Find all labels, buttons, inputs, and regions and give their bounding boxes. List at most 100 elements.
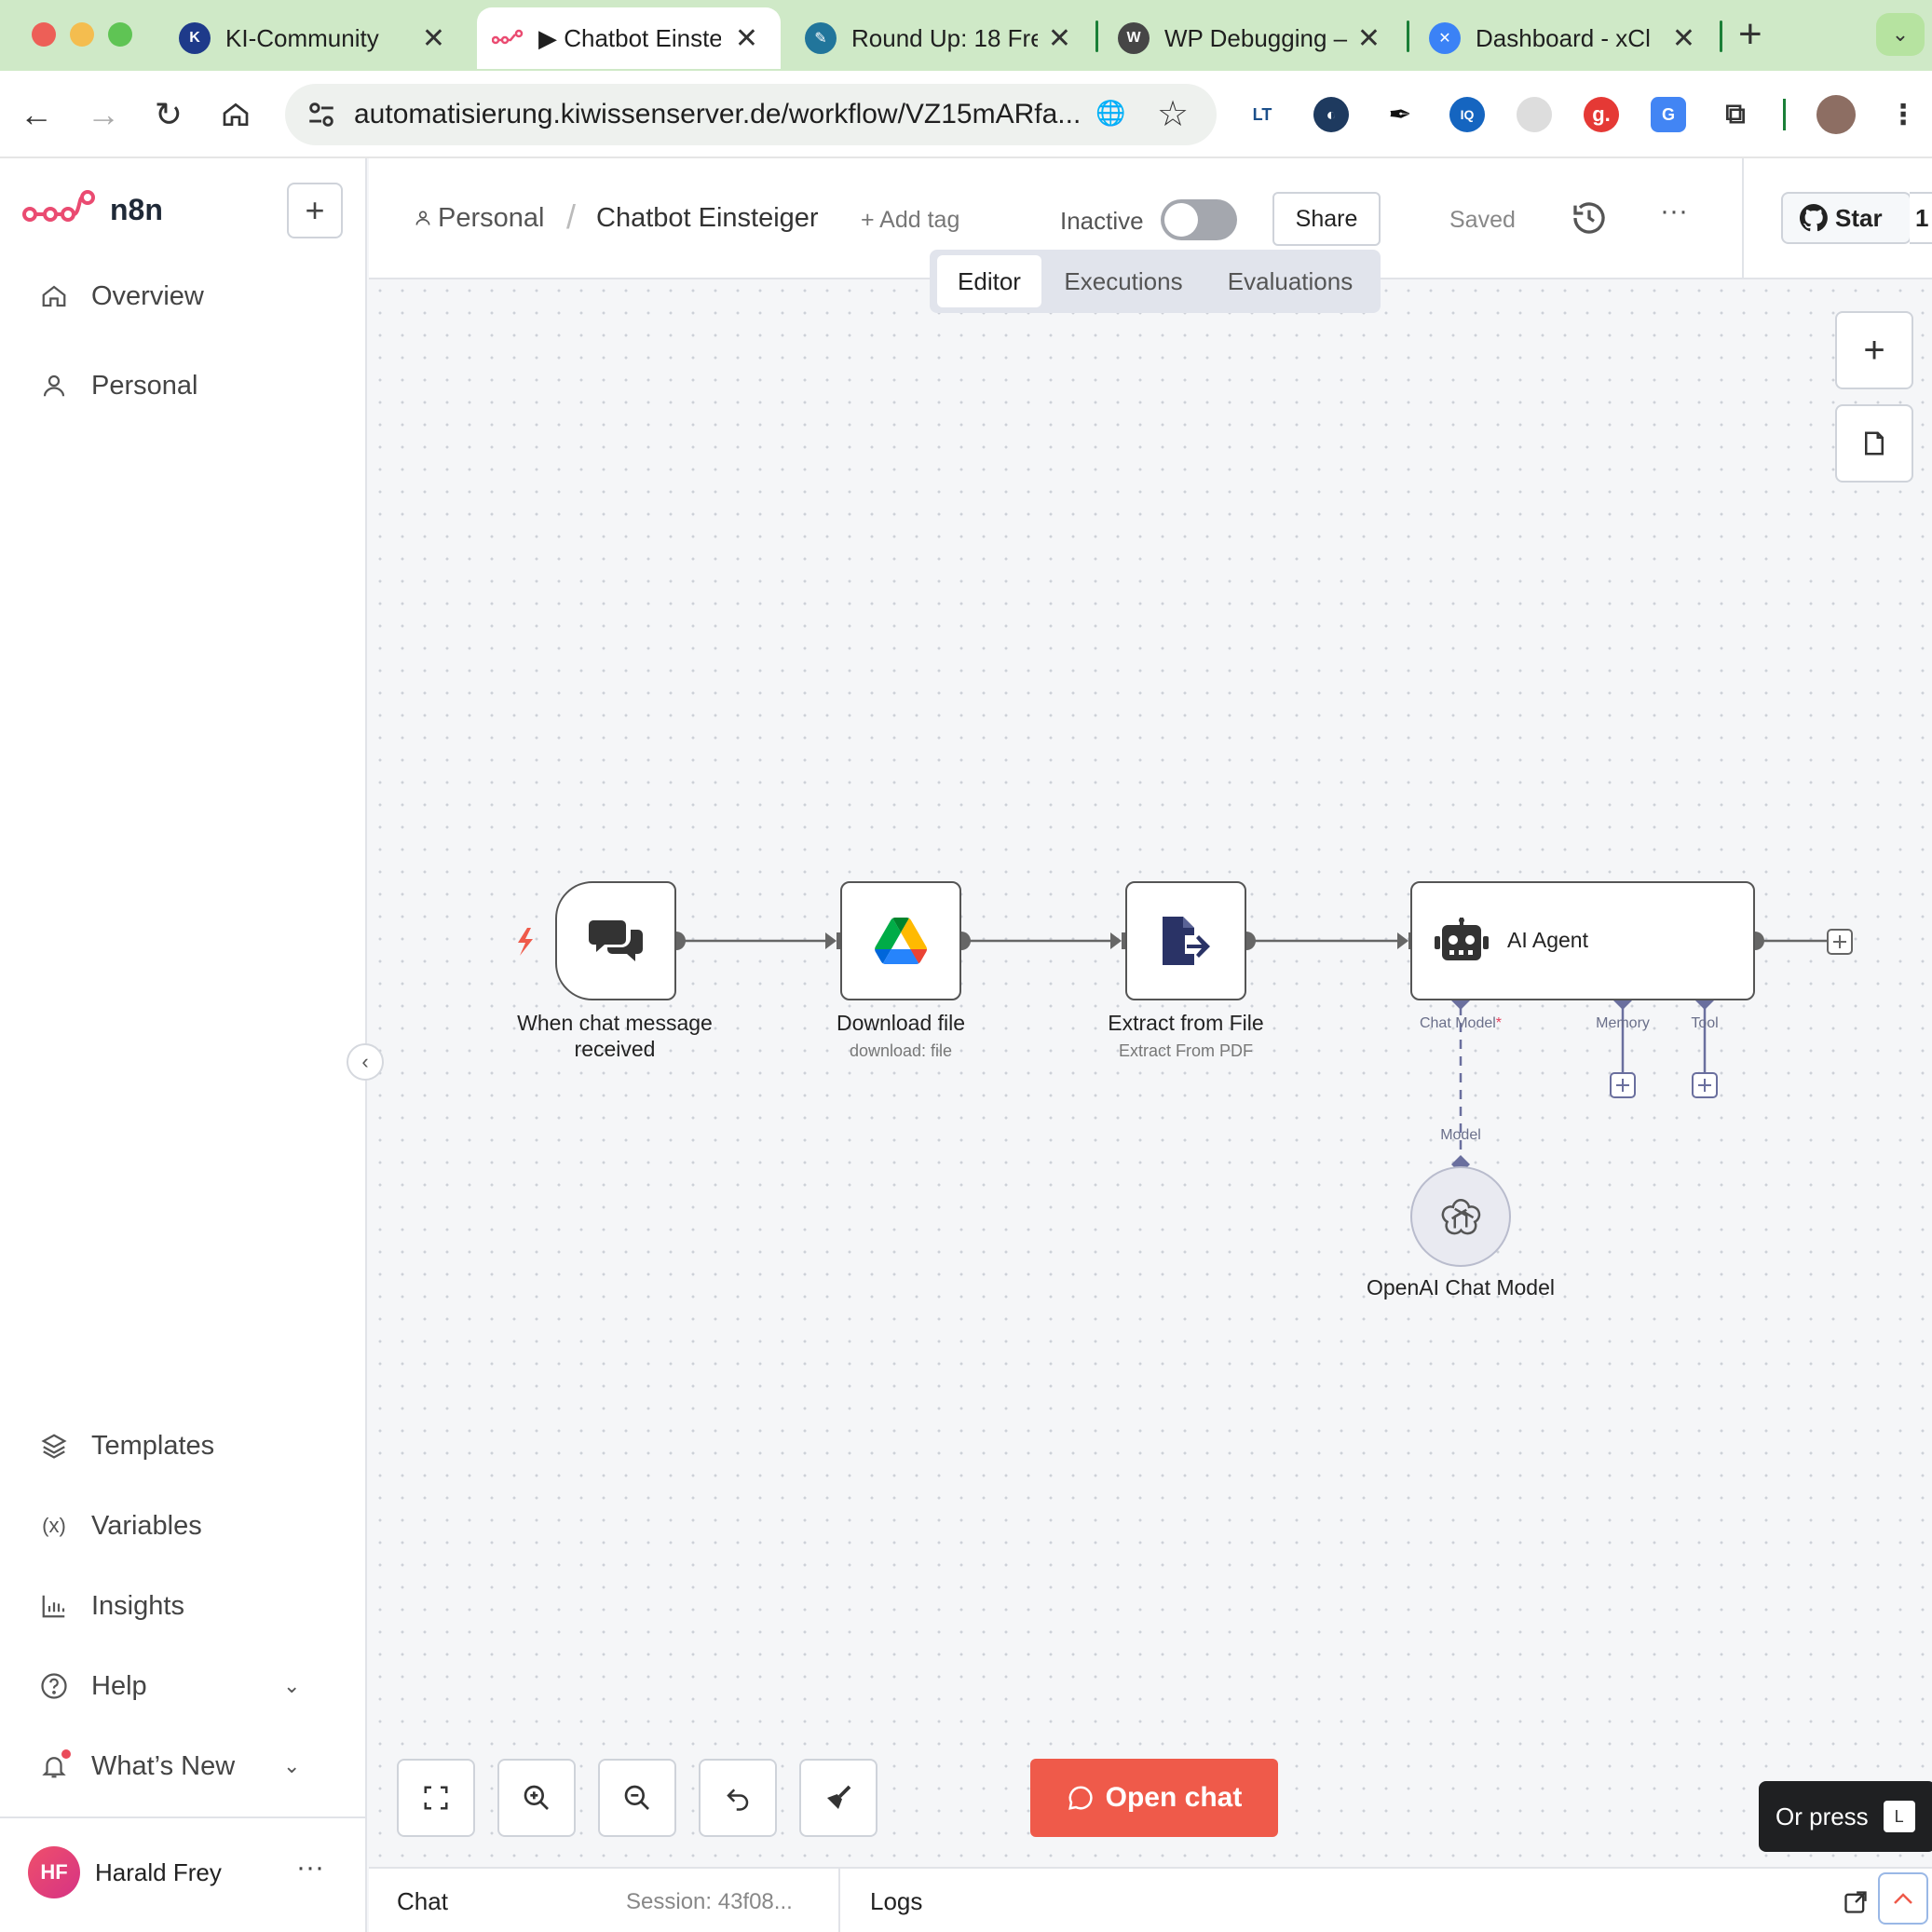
file-export-icon — [1163, 917, 1210, 965]
create-button[interactable]: + — [287, 183, 343, 238]
add-tag-button[interactable]: + Add tag — [861, 207, 960, 233]
sidebar-item-help[interactable]: Help ⌄ — [37, 1669, 300, 1703]
open-chat-button[interactable]: Open chat — [1030, 1759, 1278, 1837]
slot-chat-model-label: Chat Model* — [1419, 1015, 1503, 1031]
zoom-out-button[interactable] — [598, 1759, 676, 1837]
sidebar-item-insights[interactable]: Insights — [37, 1589, 184, 1623]
sidebar: n8n + Overview Personal Templates (x) Va… — [0, 158, 367, 1932]
breadcrumb-separator: / — [566, 197, 577, 236]
sidebar-item-whats-new[interactable]: What’s New ⌄ — [37, 1749, 300, 1783]
workflow-canvas[interactable] — [369, 279, 1932, 1867]
extension-icon[interactable]: ◐ — [1313, 97, 1349, 132]
github-star-label: Star — [1835, 203, 1883, 232]
extension-cloud-icon[interactable] — [1517, 97, 1552, 132]
tidy-up-button[interactable] — [799, 1759, 878, 1837]
minimize-window-button[interactable] — [70, 22, 94, 47]
close-tab-icon[interactable]: ✕ — [1047, 22, 1071, 54]
node-subtitle: Extract From PDF — [1118, 1041, 1253, 1060]
close-tab-icon[interactable]: ✕ — [1671, 22, 1695, 54]
browser-menu-icon[interactable]: ⋮ — [1885, 97, 1921, 132]
color-picker-icon[interactable]: ✒ — [1382, 97, 1418, 132]
sidebar-item-label: Overview — [91, 280, 204, 311]
pop-out-icon[interactable] — [1843, 1889, 1869, 1915]
add-sticky-note-button[interactable] — [1835, 404, 1913, 483]
breadcrumb-project[interactable]: Personal — [414, 203, 544, 234]
node-chat-trigger[interactable] — [555, 881, 676, 1000]
share-button[interactable]: Share — [1272, 192, 1381, 246]
node-openai-chat-model[interactable] — [1410, 1166, 1511, 1267]
user-menu[interactable]: HF Harald Frey — [28, 1846, 222, 1898]
broom-icon — [827, 1785, 851, 1809]
github-icon — [1800, 204, 1828, 232]
browser-tab-dashboard[interactable]: ✕ Dashboard - xCl ✕ — [1429, 7, 1718, 69]
panel-divider — [838, 1869, 840, 1932]
user-more-icon[interactable]: ··· — [296, 1852, 324, 1883]
more-options-icon[interactable]: ··· — [1660, 196, 1688, 226]
browser-tab-ki-community[interactable]: K KI-Community ✕ — [179, 7, 468, 69]
tab-label: Dashboard - xCl — [1476, 23, 1651, 52]
browser-tab-chatbot[interactable]: ▶ Chatbot Einste ✕ — [477, 7, 781, 69]
collapse-sidebar-button[interactable]: ‹ — [347, 1043, 384, 1081]
shortcut-key: L — [1883, 1801, 1915, 1832]
close-tab-icon[interactable]: ✕ — [421, 22, 445, 54]
node-ai-agent[interactable] — [1410, 881, 1755, 1000]
forward-button[interactable]: → — [87, 95, 120, 133]
tab-evaluations[interactable]: Evaluations — [1227, 266, 1354, 295]
active-toggle[interactable] — [1161, 199, 1237, 240]
chat-bubbles-icon — [589, 920, 643, 961]
maximize-window-button[interactable] — [108, 22, 132, 47]
profile-avatar[interactable] — [1816, 95, 1856, 134]
sticky-note-icon — [1865, 431, 1884, 456]
iq-extension-icon[interactable]: IQ — [1449, 97, 1485, 132]
add-memory-button[interactable] — [1608, 1069, 1639, 1101]
extensions-puzzle-icon[interactable]: ⧉ — [1718, 97, 1753, 132]
zoom-to-fit-button[interactable] — [397, 1759, 475, 1837]
home-button[interactable] — [212, 91, 259, 138]
toolbar-separator — [1783, 99, 1786, 130]
tab-search-button[interactable]: ⌄ — [1876, 13, 1925, 56]
tab-label: KI-Community — [225, 23, 379, 52]
history-icon[interactable] — [1571, 199, 1608, 237]
sidebar-item-variables[interactable]: (x) Variables — [37, 1509, 202, 1543]
sidebar-item-templates[interactable]: Templates — [37, 1429, 214, 1463]
workflow-name[interactable]: Chatbot Einsteiger — [596, 203, 819, 233]
session-id: Session: 43f08... — [626, 1889, 793, 1914]
browser-toolbar: ← → ↻ automatisierung.kiwissenserver.de/… — [0, 71, 1932, 158]
close-tab-icon[interactable]: ✕ — [1356, 22, 1381, 54]
sidebar-item-overview[interactable]: Overview — [37, 279, 204, 313]
new-tab-button[interactable]: + — [1738, 11, 1762, 57]
chat-icon — [1068, 1786, 1093, 1810]
close-tab-icon[interactable]: ✕ — [734, 22, 758, 54]
zoom-in-button[interactable] — [497, 1759, 576, 1837]
address-bar[interactable]: automatisierung.kiwissenserver.de/workfl… — [285, 84, 1217, 145]
add-tool-button[interactable] — [1690, 1069, 1721, 1101]
translate-icon[interactable]: 🌐 — [1095, 99, 1126, 127]
google-translate-icon[interactable]: G — [1651, 97, 1686, 132]
node-extract-from-file[interactable] — [1125, 881, 1246, 1000]
bookmark-star-icon[interactable]: ☆ — [1157, 95, 1190, 134]
node-label: Extract from File — [1108, 1011, 1264, 1035]
node-download-file[interactable] — [840, 881, 961, 1000]
github-star-button[interactable]: Star — [1781, 192, 1912, 244]
reload-button[interactable]: ↻ — [154, 95, 184, 133]
back-button[interactable]: ← — [20, 95, 53, 133]
chat-panel-tab[interactable]: Chat — [397, 1887, 448, 1915]
browser-tab-wp-debugging[interactable]: W WP Debugging – ✕ — [1118, 7, 1403, 69]
tooltip-text: Or press — [1776, 1802, 1869, 1830]
n8n-logo[interactable]: n8n — [22, 188, 163, 231]
languagetool-icon[interactable]: LT — [1245, 97, 1280, 132]
site-settings-icon[interactable] — [306, 99, 337, 130]
tab-editor[interactable]: Editor — [937, 255, 1041, 307]
logs-panel-tab[interactable]: Logs — [870, 1887, 923, 1915]
grammarly-icon[interactable]: g. — [1584, 97, 1619, 132]
add-node-button[interactable]: + — [1835, 311, 1913, 389]
sidebar-item-personal[interactable]: Personal — [37, 369, 197, 402]
expand-panel-button[interactable] — [1878, 1872, 1928, 1925]
tab-executions[interactable]: Executions — [1064, 266, 1183, 295]
reset-zoom-button[interactable] — [699, 1759, 777, 1837]
bell-icon — [37, 1749, 71, 1783]
browser-tab-round-up[interactable]: ✎ Round Up: 18 Fre ✕ — [805, 7, 1094, 69]
close-window-button[interactable] — [32, 22, 56, 47]
user-name: Harald Frey — [95, 1857, 222, 1886]
zoom-in-icon — [524, 1785, 549, 1810]
